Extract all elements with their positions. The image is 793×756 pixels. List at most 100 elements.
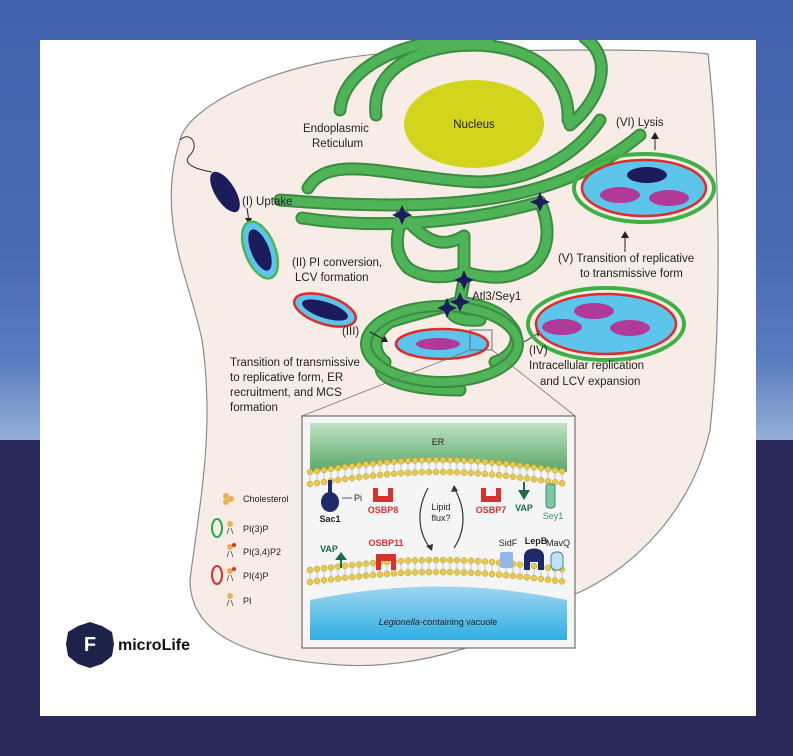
lipid-headgroup	[495, 571, 503, 578]
step6-label: (VI) Lysis	[616, 117, 664, 129]
lipid-flux-label-line2: flux?	[431, 513, 450, 523]
lipid-headgroup	[376, 471, 384, 479]
atl3-sey1-junction-icons	[392, 192, 550, 318]
lipid-headgroup	[411, 557, 419, 564]
nucleus-label: Nucleus	[453, 119, 495, 131]
pi-icon	[226, 593, 234, 607]
legend-label-0: Cholesterol	[243, 494, 289, 504]
lipid-headgroup	[453, 469, 461, 476]
osbp8-protein	[373, 488, 393, 502]
lipid-headgroup	[341, 574, 349, 582]
lipid-headgroup	[425, 456, 433, 464]
lipid-headgroup	[411, 569, 419, 576]
lipid-headgroup	[502, 460, 510, 468]
logo-text: microLife	[118, 637, 190, 654]
lipid-headgroup	[334, 464, 342, 472]
lipid-headgroup	[348, 462, 356, 470]
lipid-headgroup	[467, 569, 475, 576]
lipid-headgroup	[425, 556, 433, 564]
lipid-headgroup	[523, 463, 531, 470]
lipid-headgroup	[397, 470, 405, 477]
lipid-headgroup	[460, 557, 468, 564]
lipid-headgroup	[516, 561, 524, 568]
legend-label-3: PI(4)P	[243, 571, 269, 581]
lipid-headgroup	[544, 478, 552, 485]
lipid-headgroup	[558, 468, 566, 475]
osbp11-protein	[376, 554, 396, 570]
lipid-headgroup	[397, 569, 405, 577]
membrane-contact-inset: ER Legionella-containing vacuole Lipid f…	[301, 415, 576, 649]
lipid-headgroup	[509, 572, 517, 580]
lipid-headgroup	[320, 466, 328, 474]
lipid-headgroup	[467, 457, 475, 465]
lipid-headgroup	[306, 468, 314, 476]
lipid-headgroup	[355, 561, 363, 568]
lipid-headgroup	[404, 569, 412, 576]
sidf-protein	[500, 552, 513, 568]
figure-panel: Nucleus Endoplasmic Reticulum (I) Uptake…	[40, 40, 756, 716]
lipid-flux-label-line1: Lipid	[431, 502, 450, 512]
lipid-headgroup	[551, 577, 559, 584]
er-membrane	[306, 456, 566, 488]
cholesterol-icon	[223, 493, 234, 505]
lipid-headgroup	[362, 461, 370, 468]
lipid-headgroup	[376, 459, 384, 467]
lipid-headgroup	[446, 456, 454, 464]
inset-vacuole-label: Legionella-containing vacuole	[379, 617, 498, 627]
lipid-headgroup	[481, 558, 489, 565]
expanded-lcv	[534, 292, 678, 356]
lipid-headgroup	[355, 462, 363, 469]
lipid-headgroup	[313, 467, 321, 475]
osbp7-protein	[481, 488, 501, 502]
step4-label-line1: (IV)	[529, 345, 548, 357]
lipid-headgroup	[544, 564, 552, 571]
inset-er-label: ER	[432, 437, 445, 447]
vap-top-protein	[518, 490, 530, 500]
lepb-protein	[524, 548, 544, 570]
lipid-headgroup	[530, 464, 538, 471]
lipid-headgroup	[432, 556, 440, 564]
pi34p2-icon	[226, 543, 236, 558]
lipid-headgroup	[537, 575, 545, 583]
lipid-headgroup	[516, 474, 524, 481]
lipid-headgroup	[418, 469, 426, 476]
vap-top-label: VAP	[515, 503, 533, 513]
lipid-headgroup	[355, 474, 363, 481]
lipid-headgroup	[306, 480, 314, 488]
lipid-headgroup	[544, 466, 552, 473]
pi-conversion-label-line2: LCV formation	[295, 272, 369, 284]
lipid-headgroup	[383, 570, 391, 578]
free-bacterium	[210, 171, 240, 213]
osbp8-label: OSBP8	[368, 505, 399, 515]
uptake-label: (I) Uptake	[242, 196, 293, 208]
lipid-headgroup	[467, 469, 475, 477]
lipid-headgroup	[481, 570, 489, 577]
lipid-headgroup	[488, 558, 496, 566]
logo-letter: F	[84, 634, 96, 656]
lipid-headgroup	[390, 570, 398, 577]
lipid-headgroup	[439, 456, 447, 464]
lipid-headgroup	[474, 458, 482, 465]
lipid-headgroup	[488, 570, 496, 578]
lipid-headgroup	[467, 557, 475, 564]
step3-desc-line3: recruitment, and MCS	[230, 387, 342, 399]
lipid-headgroup	[362, 560, 370, 567]
lipid-headgroup	[439, 568, 447, 576]
zoom-region-box	[469, 329, 493, 351]
mavq-protein	[550, 551, 564, 571]
lipid-headgroup	[369, 559, 377, 567]
lipid-headgroup	[530, 562, 538, 570]
lipid-headgroup	[453, 557, 461, 564]
lipid-headgroup	[369, 460, 377, 467]
lipid-headgroup	[334, 476, 342, 484]
lipid-headgroup	[523, 475, 531, 482]
lipid-headgroup	[439, 468, 447, 476]
legend-label-4: PI	[243, 596, 252, 606]
lipid-headgroup	[439, 556, 447, 564]
lipid-headgroup	[502, 472, 510, 480]
lipid-headgroup	[404, 469, 412, 477]
lipid-headgroup	[418, 457, 426, 464]
lipid-headgroup	[488, 471, 496, 478]
lipid-headgroup	[362, 572, 370, 579]
lipid-headgroup	[355, 573, 363, 580]
